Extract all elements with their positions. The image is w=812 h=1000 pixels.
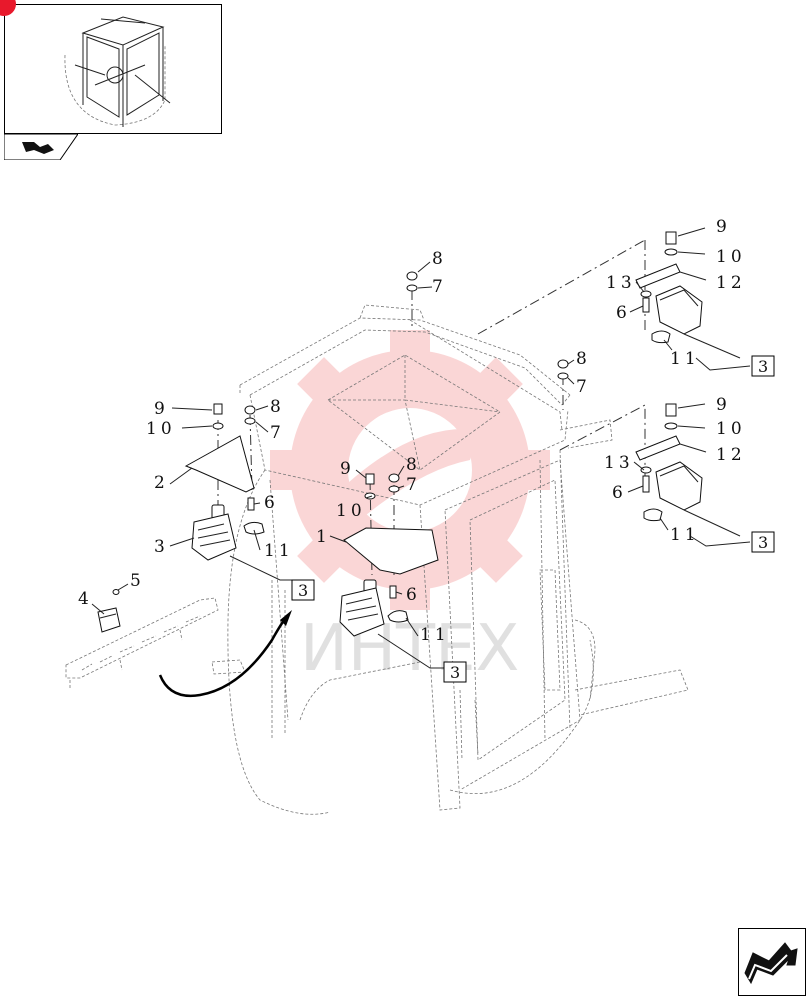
callout-8: 8 xyxy=(576,349,591,369)
left-upper-lamp-group xyxy=(184,403,292,581)
callout-7: 7 xyxy=(406,475,421,495)
callout-10: 10 xyxy=(336,501,366,521)
callout-9: 9 xyxy=(340,459,355,479)
ref-box[interactable]: 3 xyxy=(291,579,315,601)
ref-box[interactable]: 3 xyxy=(751,531,775,553)
cab-assembly-thumbnail-icon xyxy=(64,16,171,127)
callout-8: 8 xyxy=(270,397,285,417)
callout-11: 11 xyxy=(670,525,700,545)
callout-9: 9 xyxy=(154,399,169,419)
next-page-button[interactable] xyxy=(738,928,806,996)
callout-11: 11 xyxy=(264,541,294,561)
callout-13: 13 xyxy=(604,453,634,473)
callout-6: 6 xyxy=(406,585,421,605)
callout-7: 7 xyxy=(576,377,591,397)
callout-4: 4 xyxy=(78,589,93,609)
svg-text:3: 3 xyxy=(758,357,768,376)
callout-10: 10 xyxy=(716,247,746,267)
connector-parts xyxy=(97,589,121,633)
callout-6: 6 xyxy=(612,483,627,503)
callout-6: 6 xyxy=(616,303,631,323)
callout-10: 10 xyxy=(716,419,746,439)
callout-11: 11 xyxy=(420,625,450,645)
ref-box[interactable]: 3 xyxy=(751,355,775,377)
callout-11: 11 xyxy=(670,349,700,369)
callout-3: 3 xyxy=(154,537,169,557)
step-bracket xyxy=(65,597,219,688)
callout-12: 12 xyxy=(716,273,746,293)
callout-9: 9 xyxy=(716,395,731,415)
callout-13: 13 xyxy=(606,273,636,293)
center-lamp-group xyxy=(339,271,444,669)
right-lower-worklight-group xyxy=(635,403,751,547)
callout-2: 2 xyxy=(154,473,169,493)
callout-7: 7 xyxy=(270,423,285,443)
callout-labels: 9 10 2 3 4 5 8 7 6 11 9 10 8 7 1 6 11 8 … xyxy=(78,217,746,645)
callout-10: 10 xyxy=(146,419,176,439)
cab-outline xyxy=(211,304,689,815)
thumbnail-badge xyxy=(0,0,16,16)
callout-5: 5 xyxy=(130,571,145,591)
callout-8: 8 xyxy=(432,249,447,269)
callout-12: 12 xyxy=(716,445,746,465)
reference-boxes: 3 3 3 3 xyxy=(291,355,775,683)
svg-text:3: 3 xyxy=(758,533,768,552)
callout-1: 1 xyxy=(316,527,331,547)
ref-box[interactable]: 3 xyxy=(443,661,467,683)
callout-8: 8 xyxy=(406,455,421,475)
thumbnail-inset xyxy=(4,4,222,134)
callout-6: 6 xyxy=(264,493,279,513)
callout-7: 7 xyxy=(432,277,447,297)
right-upper-worklight-group xyxy=(635,231,751,371)
leader-lines xyxy=(91,227,707,637)
svg-text:3: 3 xyxy=(450,663,460,682)
svg-text:3: 3 xyxy=(298,581,308,600)
view-tab[interactable] xyxy=(3,133,79,161)
harness-arrow-icon xyxy=(280,610,292,626)
upper-right-fastener xyxy=(557,359,569,380)
next-page-arrow-icon xyxy=(744,942,798,985)
callout-9: 9 xyxy=(716,217,731,237)
wiring-harness xyxy=(158,614,289,698)
